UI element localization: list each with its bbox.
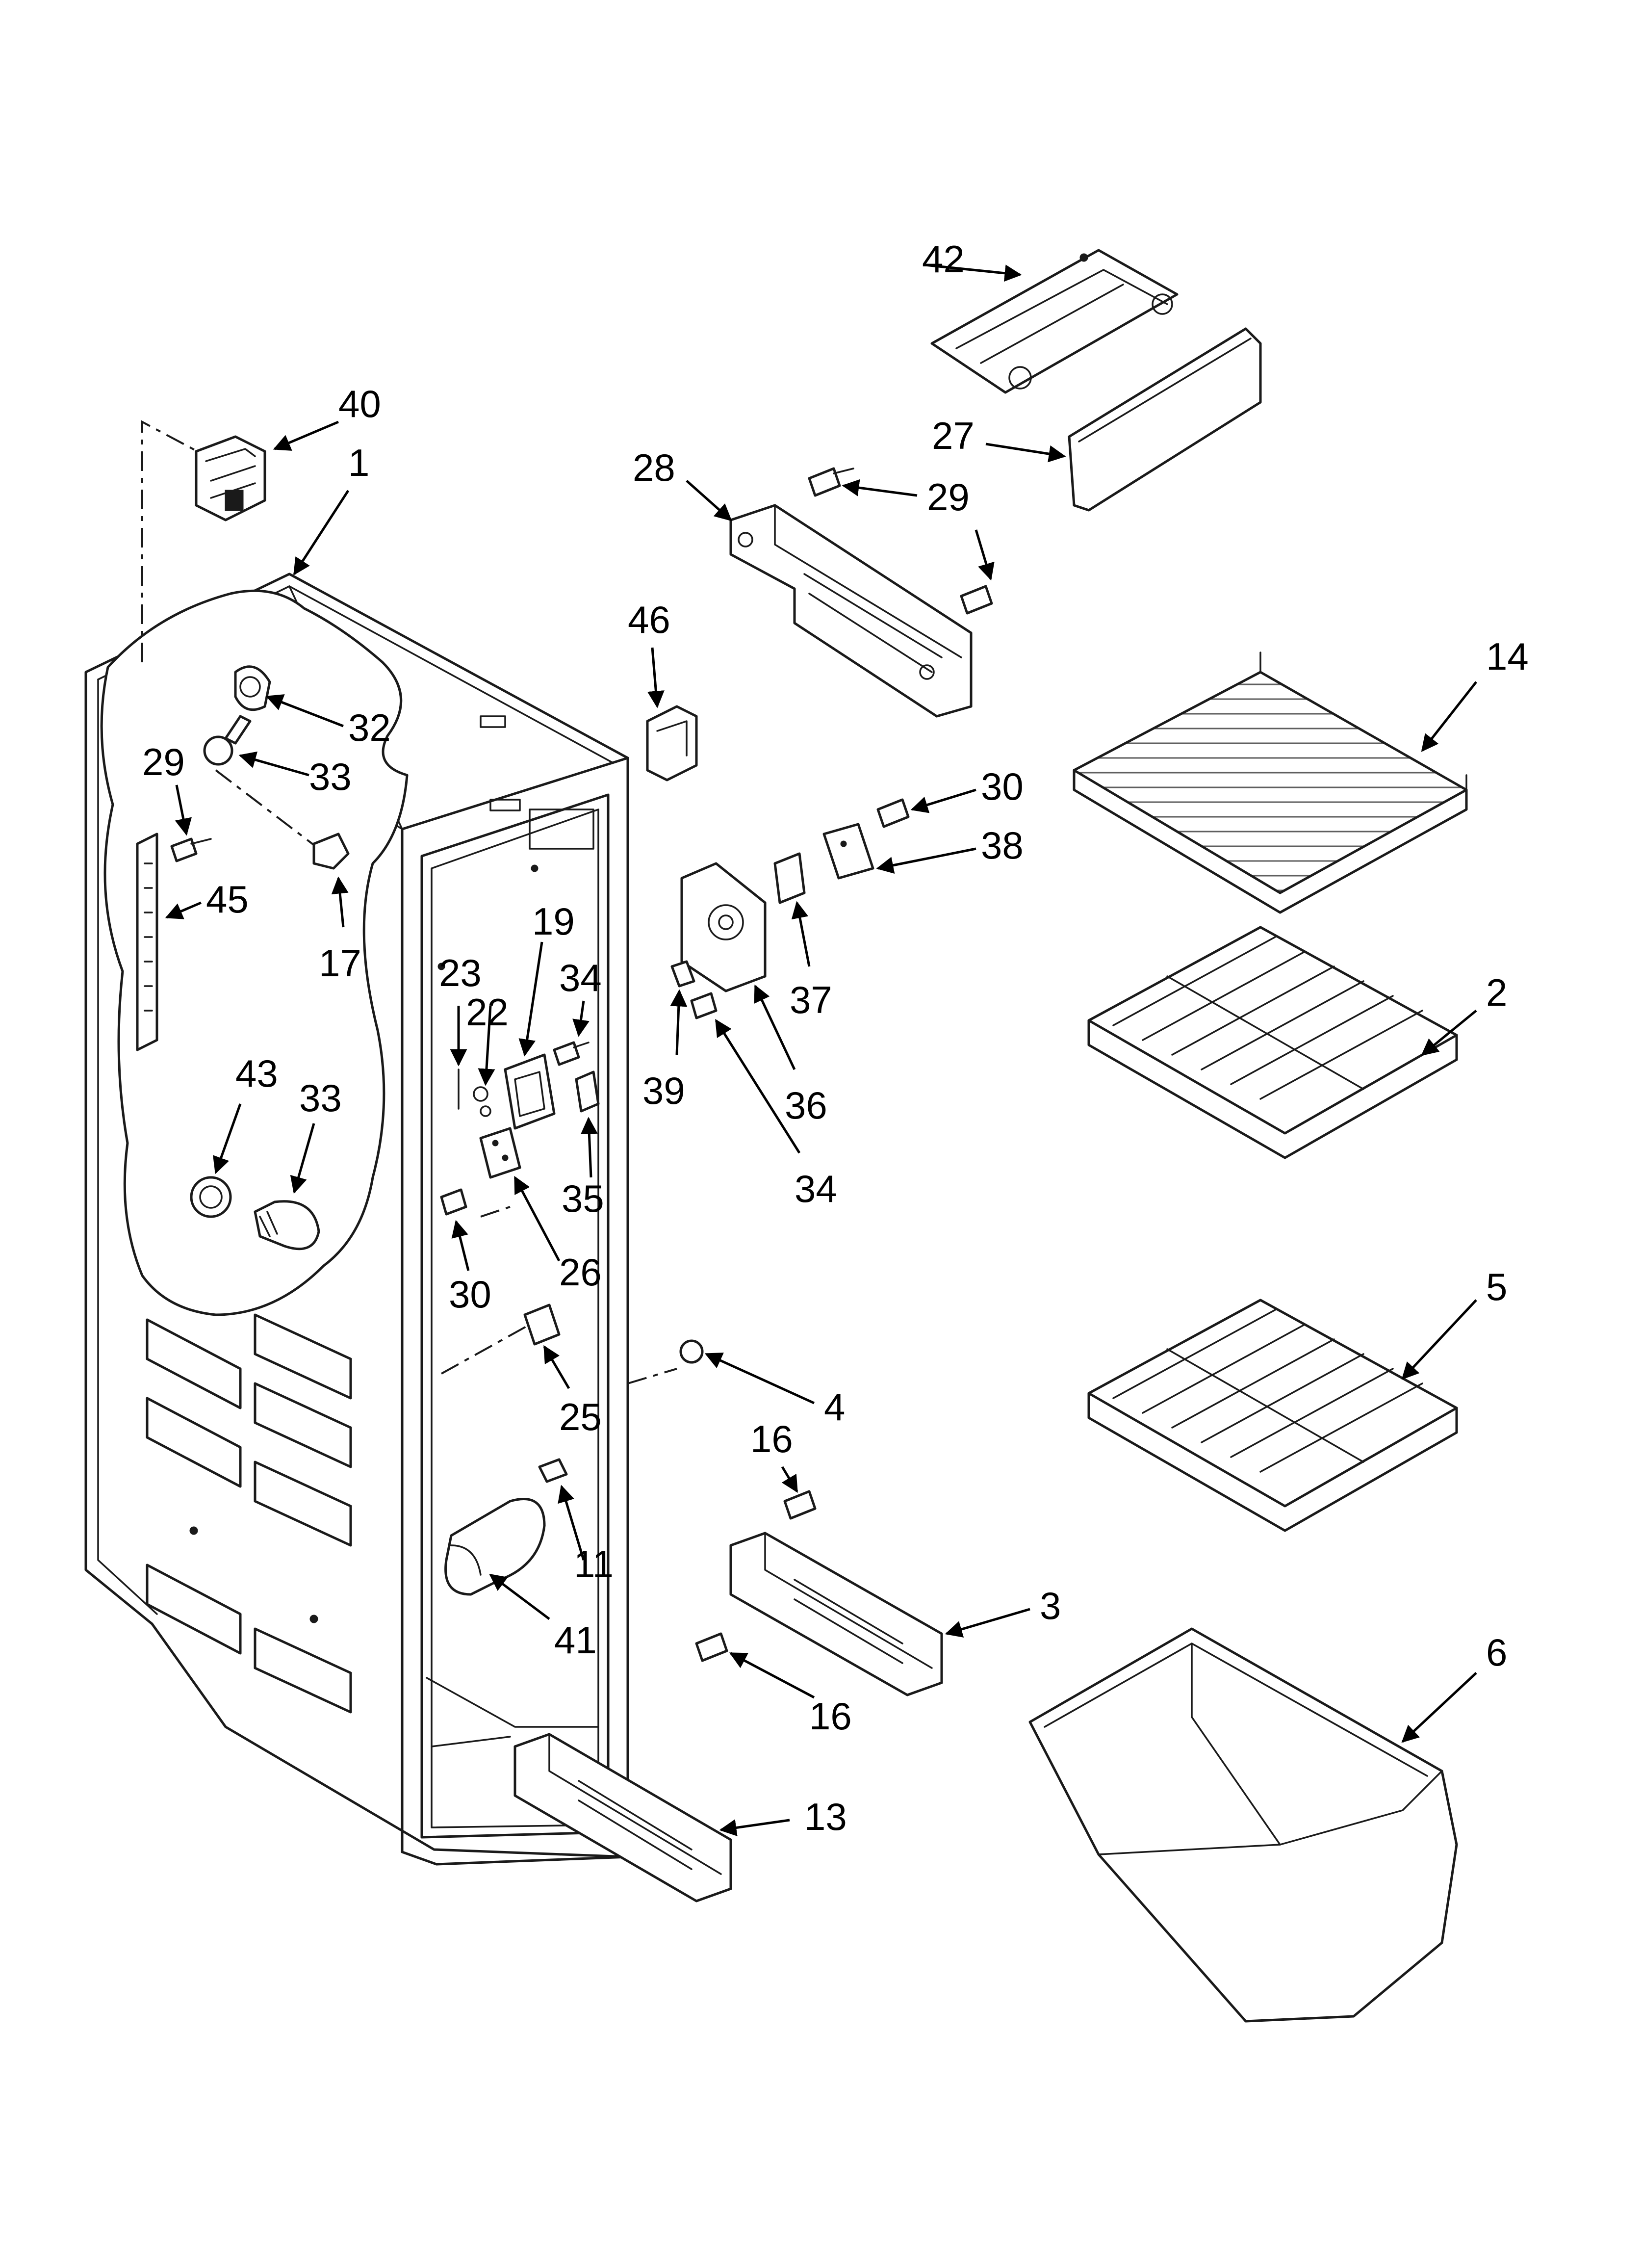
screw-29-upper [808, 467, 854, 497]
label-2: 2 [1486, 971, 1507, 1014]
label-1: 1 [348, 441, 369, 484]
label-16-lower: 16 [809, 1694, 852, 1738]
label-5: 5 [1486, 1265, 1507, 1308]
part-41-cover [444, 1498, 546, 1596]
screw-29-left [170, 837, 212, 862]
part-28-housing [729, 504, 973, 718]
screw-29-right [960, 585, 993, 615]
light-bulb-upper [203, 715, 252, 766]
label-25: 25 [559, 1395, 602, 1438]
label-23: 23 [439, 951, 482, 994]
light-bulb-33 [254, 1200, 320, 1251]
screw-11 [538, 1458, 568, 1483]
label-19: 19 [532, 900, 575, 943]
screw-34-mid [690, 992, 718, 1019]
part-42-bracket [930, 249, 1179, 394]
label-11: 11 [574, 1542, 614, 1586]
label-26: 26 [559, 1251, 602, 1294]
label-36: 36 [785, 1084, 827, 1127]
label-41: 41 [554, 1618, 597, 1662]
part-26-board [479, 1127, 521, 1179]
label-30-upper: 30 [981, 765, 1024, 808]
label-34-front: 34 [559, 956, 602, 999]
label-42: 42 [922, 237, 965, 281]
part-13-bracket [513, 1733, 732, 1903]
part-3-bracket [729, 1532, 943, 1696]
part-38-board [822, 823, 874, 880]
label-27: 27 [932, 414, 975, 457]
label-46: 46 [628, 598, 670, 641]
label-34-mid: 34 [795, 1167, 837, 1210]
part-39-knob [670, 960, 695, 988]
shelf-2 [1087, 926, 1458, 1159]
label-22: 22 [466, 991, 509, 1034]
label-38: 38 [981, 824, 1024, 867]
clip-17 [312, 833, 350, 870]
screw-16-upper [783, 1490, 817, 1520]
shelf-14 [1073, 652, 1468, 914]
part-4-plug [679, 1339, 704, 1364]
label-6: 6 [1486, 1631, 1507, 1674]
screw-34-front [553, 1041, 590, 1066]
label-28: 28 [633, 446, 675, 489]
label-35: 35 [562, 1177, 604, 1220]
label-33-upper: 33 [309, 755, 352, 798]
label-37: 37 [790, 978, 832, 1021]
label-13: 13 [804, 1795, 847, 1838]
part-46-cap [646, 705, 698, 782]
label-29-left: 29 [142, 740, 185, 783]
part-37-clip [773, 852, 806, 904]
label-17: 17 [319, 941, 361, 985]
screw-16-lower [695, 1632, 728, 1662]
cabinet-liner [84, 573, 629, 1866]
label-4: 4 [824, 1385, 845, 1429]
label-43: 43 [235, 1052, 278, 1095]
part-36-control-housing [680, 862, 767, 992]
label-39: 39 [642, 1069, 685, 1112]
part-35 [575, 1070, 600, 1113]
lamp-socket-43 [190, 1176, 232, 1218]
label-40: 40 [338, 382, 381, 425]
label-3: 3 [1040, 1584, 1061, 1627]
part-19-housing [504, 1053, 556, 1130]
part-22-23 [458, 1069, 491, 1117]
screw-30-upper [876, 798, 910, 828]
label-45: 45 [206, 878, 249, 921]
label-30-front: 30 [449, 1273, 491, 1316]
part-25-switch [523, 1303, 561, 1346]
part-27-panel [1068, 327, 1262, 512]
screw-30-front [440, 1188, 467, 1216]
part-40-clip [195, 435, 266, 521]
crisper-bin-6 [1028, 1627, 1458, 2023]
light-socket-upper [234, 665, 271, 711]
label-33-lower: 33 [299, 1076, 342, 1120]
label-16-upper: 16 [750, 1417, 793, 1460]
shelf-5 [1087, 1299, 1458, 1532]
label-14: 14 [1486, 635, 1529, 678]
label-32: 32 [348, 706, 391, 749]
label-29-upper: 29 [927, 475, 970, 519]
